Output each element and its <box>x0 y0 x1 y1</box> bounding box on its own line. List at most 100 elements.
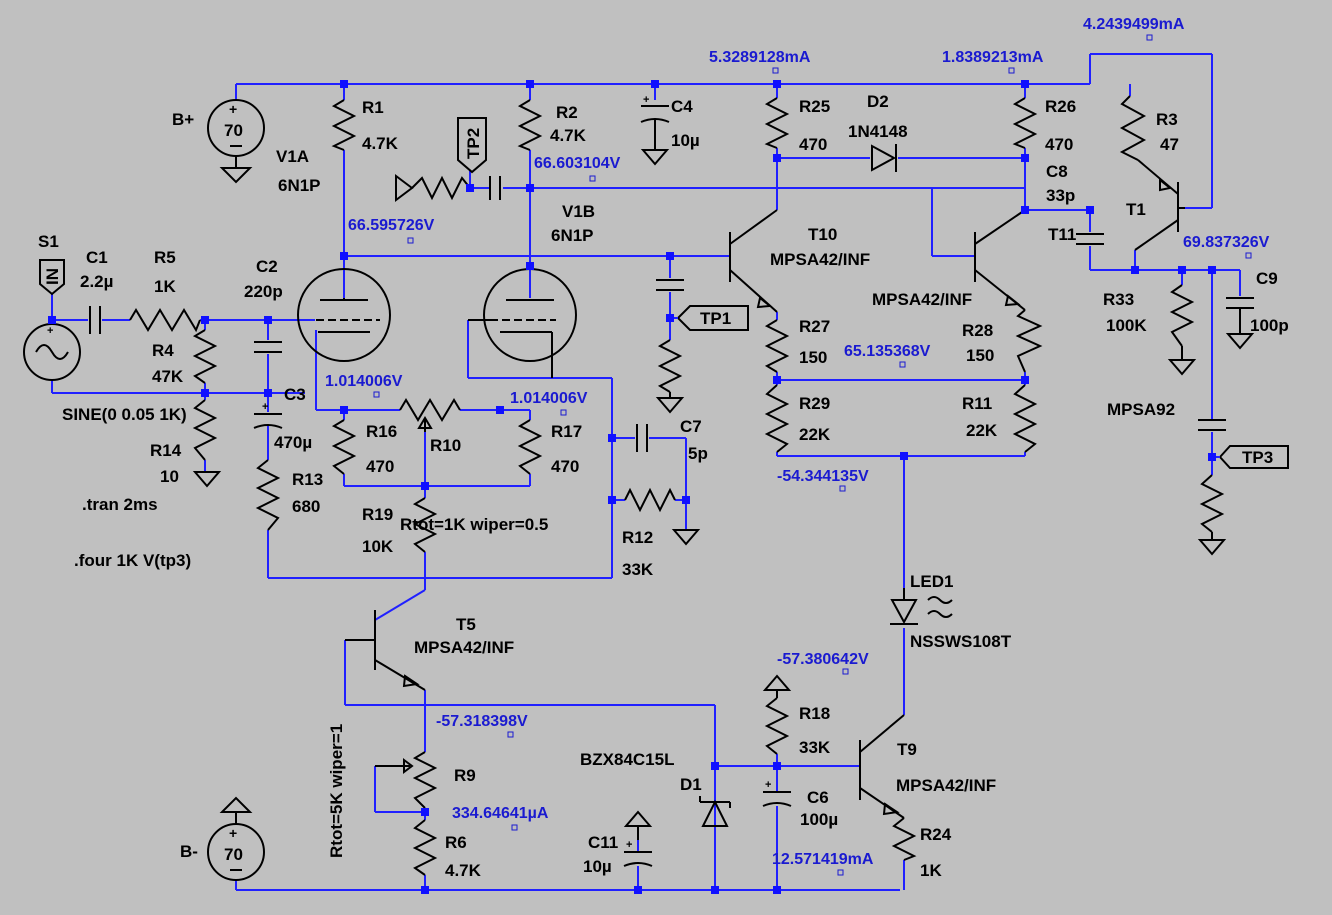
c4-name: C4 <box>671 97 693 116</box>
diode-d2[interactable]: D2 1N4148 <box>848 92 908 172</box>
c7-value: 5p <box>688 444 708 463</box>
supply-b-plus[interactable]: + B+ 70 <box>172 99 265 184</box>
resistor-r29[interactable]: R29 22K <box>764 384 831 453</box>
resistor-r14[interactable]: R14 10 <box>150 399 222 488</box>
capacitor-c5[interactable] <box>655 279 685 414</box>
svg-text:+: + <box>626 839 632 851</box>
potentiometer-r9[interactable]: R9 Rtot=5K wiper=1 <box>327 724 476 858</box>
r19-value: 10K <box>362 537 394 556</box>
capacitor-c8[interactable]: C8 33p <box>1046 162 1104 245</box>
supply-b-minus[interactable]: + B- 70 <box>180 796 265 881</box>
transistor-t9[interactable]: T9 MPSA42/INF <box>859 714 996 861</box>
transistor-t10[interactable]: T10 MPSA42/INF <box>729 209 870 313</box>
r26-name: R26 <box>1045 97 1076 116</box>
c2-name: C2 <box>256 257 278 276</box>
r2-value: 4.7K <box>550 126 587 145</box>
output-capacitor[interactable] <box>1197 419 1227 556</box>
resistor-r3[interactable]: R3 47 <box>1119 95 1179 161</box>
r10-name: R10 <box>430 436 461 455</box>
resistor-r18[interactable]: R18 33K <box>762 674 831 757</box>
resistor-r19[interactable]: R19 10K <box>362 497 438 556</box>
r3-name: R3 <box>1156 110 1178 129</box>
r13-value: 680 <box>292 497 320 516</box>
resistor-r16[interactable]: R16 470 <box>331 419 397 476</box>
testpoint-tp1[interactable]: TP1 <box>670 305 749 331</box>
led1-value: NSSWS108T <box>910 632 1012 651</box>
resistor-r17[interactable]: R17 470 <box>517 419 582 476</box>
led-led1[interactable]: LED1 NSSWS108T <box>890 572 1012 651</box>
testpoint-tp2[interactable]: TP2 <box>395 117 501 202</box>
c11-name: C11 <box>588 833 618 852</box>
capacitor-c11[interactable]: + C11 10µ <box>583 810 653 876</box>
resistor-r11[interactable]: R11 22K <box>962 384 1038 453</box>
transistor-t1[interactable]: T1 MPSA92 <box>1107 159 1185 419</box>
operating-point-annotations: 4.2439499mA 5.3289128mA 1.8389213mA 66.6… <box>325 16 1270 876</box>
zener-d1[interactable]: BZX84C15L D1 <box>580 750 731 827</box>
capacitor-c3[interactable]: + C3 470µ <box>253 385 312 452</box>
resistor-r26[interactable]: R26 470 <box>1012 97 1076 154</box>
junctions <box>48 80 1216 894</box>
triode-v1a[interactable]: V1A 6N1P <box>276 147 391 362</box>
s1-source: SINE(0 0.05 1K) <box>62 405 187 424</box>
r14-value: 10 <box>160 467 179 486</box>
v1a-value: 6N1P <box>278 176 321 195</box>
resistor-r28[interactable]: R28 150 <box>962 309 1043 373</box>
r33-name: R33 <box>1103 290 1134 309</box>
t1-value: MPSA92 <box>1107 400 1175 419</box>
annotation-current: 5.3289128mA <box>709 49 811 66</box>
resistor-r33[interactable]: R33 100K <box>1103 284 1197 376</box>
c8-name: C8 <box>1046 162 1068 181</box>
annotation-voltage: 1.014006V <box>325 373 403 390</box>
tran-directive[interactable]: .tran 2ms <box>82 495 158 514</box>
resistor-r5[interactable]: R5 1K <box>129 248 201 333</box>
b-plus-name: B+ <box>172 110 194 129</box>
capacitor-c7[interactable]: C7 5p <box>636 417 708 463</box>
capacitor-c2[interactable]: C2 220p <box>244 257 283 353</box>
triode-v1b[interactable]: V1B 6N1P <box>468 202 595 378</box>
r9-value: Rtot=5K wiper=1 <box>327 724 346 858</box>
tp3-name: TP3 <box>1242 448 1273 467</box>
tp2-name: TP2 <box>464 128 483 159</box>
t1-name: T1 <box>1126 200 1146 219</box>
r24-name: R24 <box>920 825 952 844</box>
capacitor-c4[interactable]: + C4 10µ <box>640 94 700 166</box>
r13-name: R13 <box>292 470 323 489</box>
transistor-t5[interactable]: T5 MPSA42/INF <box>345 610 514 691</box>
capacitor-c9[interactable]: C9 100p <box>1225 269 1289 350</box>
t5-value: MPSA42/INF <box>414 638 514 657</box>
resistor-r13[interactable]: R13 680 <box>255 459 323 531</box>
resistor-r4[interactable]: R4 47K <box>152 329 218 386</box>
resistor-r6[interactable]: R6 4.7K <box>412 819 482 880</box>
d1-value: BZX84C15L <box>580 750 674 769</box>
r28-name: R28 <box>962 321 993 340</box>
four-directive[interactable]: .four 1K V(tp3) <box>74 551 191 570</box>
resistor-r2[interactable]: R2 4.7K <box>517 99 587 151</box>
resistor-r12[interactable]: R12 33K <box>622 487 701 579</box>
c9-name: C9 <box>1256 269 1278 288</box>
source-s1[interactable]: + IN S1 SINE(0 0.05 1K) <box>23 232 187 424</box>
resistor-r1[interactable]: R1 4.7K <box>331 98 399 153</box>
annotation-current: 12.571419mA <box>772 851 874 868</box>
svg-text:+: + <box>47 325 53 337</box>
resistor-r25[interactable]: R25 470 <box>764 97 830 154</box>
transistor-t11[interactable]: T11 MPSA42/INF <box>872 209 1076 311</box>
capacitor-c6[interactable]: + C6 100µ <box>762 779 838 829</box>
svg-text:+: + <box>229 101 237 117</box>
t5-name: T5 <box>456 615 476 634</box>
d2-value: 1N4148 <box>848 122 908 141</box>
annotation-voltage: 66.603104V <box>534 155 621 172</box>
d1-name: D1 <box>680 775 702 794</box>
c6-value: 100µ <box>800 810 838 829</box>
resistor-r27[interactable]: R27 150 <box>764 317 830 373</box>
r11-name: R11 <box>962 394 992 413</box>
resistor-r24[interactable]: R24 1K <box>920 825 952 880</box>
capacitor-c1[interactable]: C1 2.2µ <box>80 248 113 334</box>
r14-name: R14 <box>150 441 182 460</box>
potentiometer-r10[interactable]: R10 Rtot=1K wiper=0.5 <box>399 398 548 534</box>
testpoint-tp3[interactable]: TP3 <box>1212 445 1289 469</box>
c1-value: 2.2µ <box>80 272 113 291</box>
annotation-voltage: 66.595726V <box>348 217 435 234</box>
r27-name: R27 <box>799 317 830 336</box>
c4-value: 10µ <box>671 131 700 150</box>
